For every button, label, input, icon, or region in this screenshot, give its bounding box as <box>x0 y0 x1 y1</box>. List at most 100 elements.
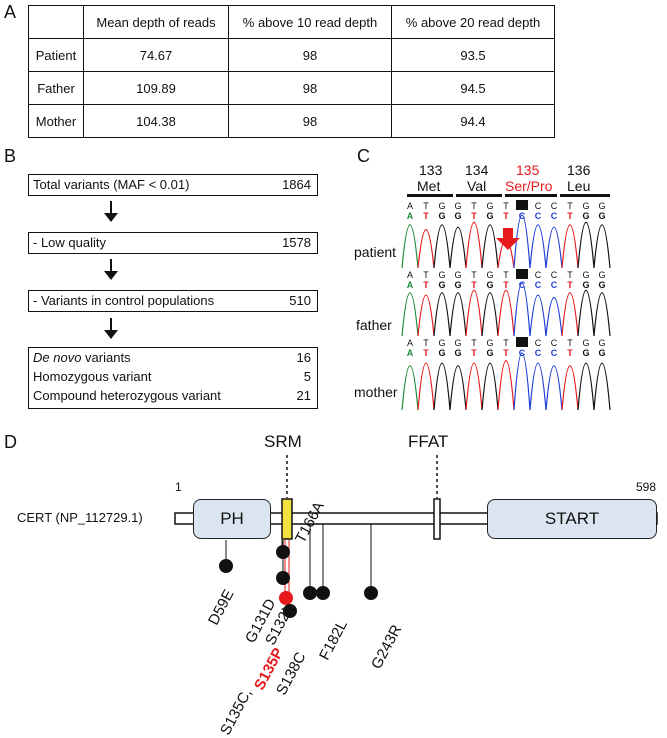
mutation-dot-g243r <box>364 586 378 600</box>
panel-c-letter: C <box>357 146 370 166</box>
base-call-color: A <box>407 280 414 290</box>
variant-highlight-box <box>516 337 528 347</box>
base-call-letter: G <box>486 201 493 211</box>
base-call-color: G <box>438 211 445 221</box>
base-call-letter: G <box>486 270 493 280</box>
codon-aa: Met <box>417 178 441 194</box>
trace-peak <box>465 289 483 337</box>
protein-backbone <box>174 512 658 525</box>
base-call-color: G <box>454 211 461 221</box>
trace-peak <box>401 365 419 411</box>
base-call-color: T <box>471 348 477 358</box>
base-call-letter: G <box>454 201 461 211</box>
sample-label-father: father <box>356 317 392 333</box>
base-call-letter: G <box>598 338 605 348</box>
control-populations-value: 510 <box>289 293 311 308</box>
base-call-letter: T <box>503 201 509 211</box>
base-call-letter: T <box>567 270 573 280</box>
codon-bar <box>560 194 610 197</box>
base-call-letter: T <box>503 338 509 348</box>
base-call-color: T <box>423 280 429 290</box>
mutation-arrow-icon <box>496 228 520 250</box>
sanger-chromatogram: AATTGGGGTTGGTTCCCCCCTTGGGGAATTGGGGTTGGTT… <box>401 200 611 411</box>
cell-above20: 94.4 <box>391 104 555 138</box>
trace-peak <box>401 292 419 337</box>
homozygous-label: Homozygous variant <box>33 369 152 384</box>
base-call-color: C <box>535 280 542 290</box>
trace-peak <box>481 224 499 269</box>
base-call-letter: C <box>551 270 558 280</box>
panel-b-letter: B <box>4 146 17 166</box>
base-call-color: C <box>519 211 526 221</box>
codon-number: 133 <box>419 162 443 178</box>
panel-a-letter: A <box>4 2 17 22</box>
codon-aa: Val <box>467 178 487 194</box>
base-call-color: G <box>438 348 445 358</box>
trace-peak <box>433 224 451 269</box>
mutation-dot-s138c <box>283 604 297 618</box>
base-call-letter: C <box>535 270 542 280</box>
base-call-color: T <box>471 280 477 290</box>
srm-motif <box>281 498 293 540</box>
base-call-color: G <box>486 211 493 221</box>
base-call-color: C <box>551 211 558 221</box>
denovo-italic: De novo <box>33 350 82 365</box>
base-call-color: T <box>471 211 477 221</box>
codon-number: 136 <box>567 162 591 178</box>
trace-peak <box>449 365 467 411</box>
base-call-letter: G <box>438 201 445 211</box>
start-position: 1 <box>175 480 182 494</box>
ph-domain: PH <box>193 499 271 539</box>
base-call-letter: T <box>471 201 477 211</box>
trace-peak <box>529 362 547 411</box>
base-call-letter: G <box>486 338 493 348</box>
base-call-color: G <box>454 348 461 358</box>
table-row: Father 109.89 98 94.5 <box>28 71 555 105</box>
trace-peak <box>593 362 611 411</box>
cell-mean: 109.89 <box>83 71 229 105</box>
mutation-dot-g131d <box>276 545 290 559</box>
base-call-color: T <box>567 280 573 290</box>
trace-peak <box>561 292 579 337</box>
trace-peak <box>513 282 531 337</box>
trace-peak <box>561 365 579 411</box>
trace-peak <box>545 226 563 269</box>
ffat-motif <box>433 498 441 540</box>
trace-peak <box>513 352 531 411</box>
base-call-letter: G <box>598 201 605 211</box>
table-header-row: Mean depth of reads % above 10 read dept… <box>28 5 555 39</box>
base-call-letter: G <box>598 270 605 280</box>
flow-box-results: De novo variants 16 Homozygous variant 5… <box>28 347 318 409</box>
base-call-color: G <box>582 211 589 221</box>
codon-bar <box>407 194 453 197</box>
base-call-letter: A <box>407 201 413 211</box>
trace-peak <box>513 214 531 269</box>
base-call-color: T <box>567 348 573 358</box>
codon-number-highlight: 135 <box>516 162 540 178</box>
denovo-label: De novo variants <box>33 350 131 365</box>
base-call-letter: G <box>438 338 445 348</box>
base-call-color: C <box>551 280 558 290</box>
mutation-dot-s135p <box>279 591 293 605</box>
trace-peak <box>433 362 451 411</box>
base-call-color: G <box>598 211 605 221</box>
base-call-color: A <box>407 211 414 221</box>
base-call-letter: T <box>567 338 573 348</box>
control-populations-label: - Variants in control populations <box>33 293 215 308</box>
cell-above10: 98 <box>228 71 392 105</box>
base-call-letter: G <box>454 338 461 348</box>
base-call-letter: T <box>503 270 509 280</box>
trace-peak <box>433 292 451 337</box>
table-row: Patient 74.67 98 93.5 <box>28 38 555 72</box>
base-call-color: T <box>423 211 429 221</box>
homozygous-value: 5 <box>303 369 311 384</box>
table-header-cell <box>28 5 84 39</box>
cell-mean: 104.38 <box>83 104 229 138</box>
chromatogram-traces: AATTGGGGTTGGTTCCCCCCTTGGGGAATTGGGGTTGGTT… <box>401 200 611 411</box>
down-arrow-icon <box>104 259 118 281</box>
start-domain: START <box>487 499 657 539</box>
base-call-color: A <box>407 348 414 358</box>
variant-highlight-box <box>516 200 528 210</box>
trace-peak <box>465 221 483 269</box>
